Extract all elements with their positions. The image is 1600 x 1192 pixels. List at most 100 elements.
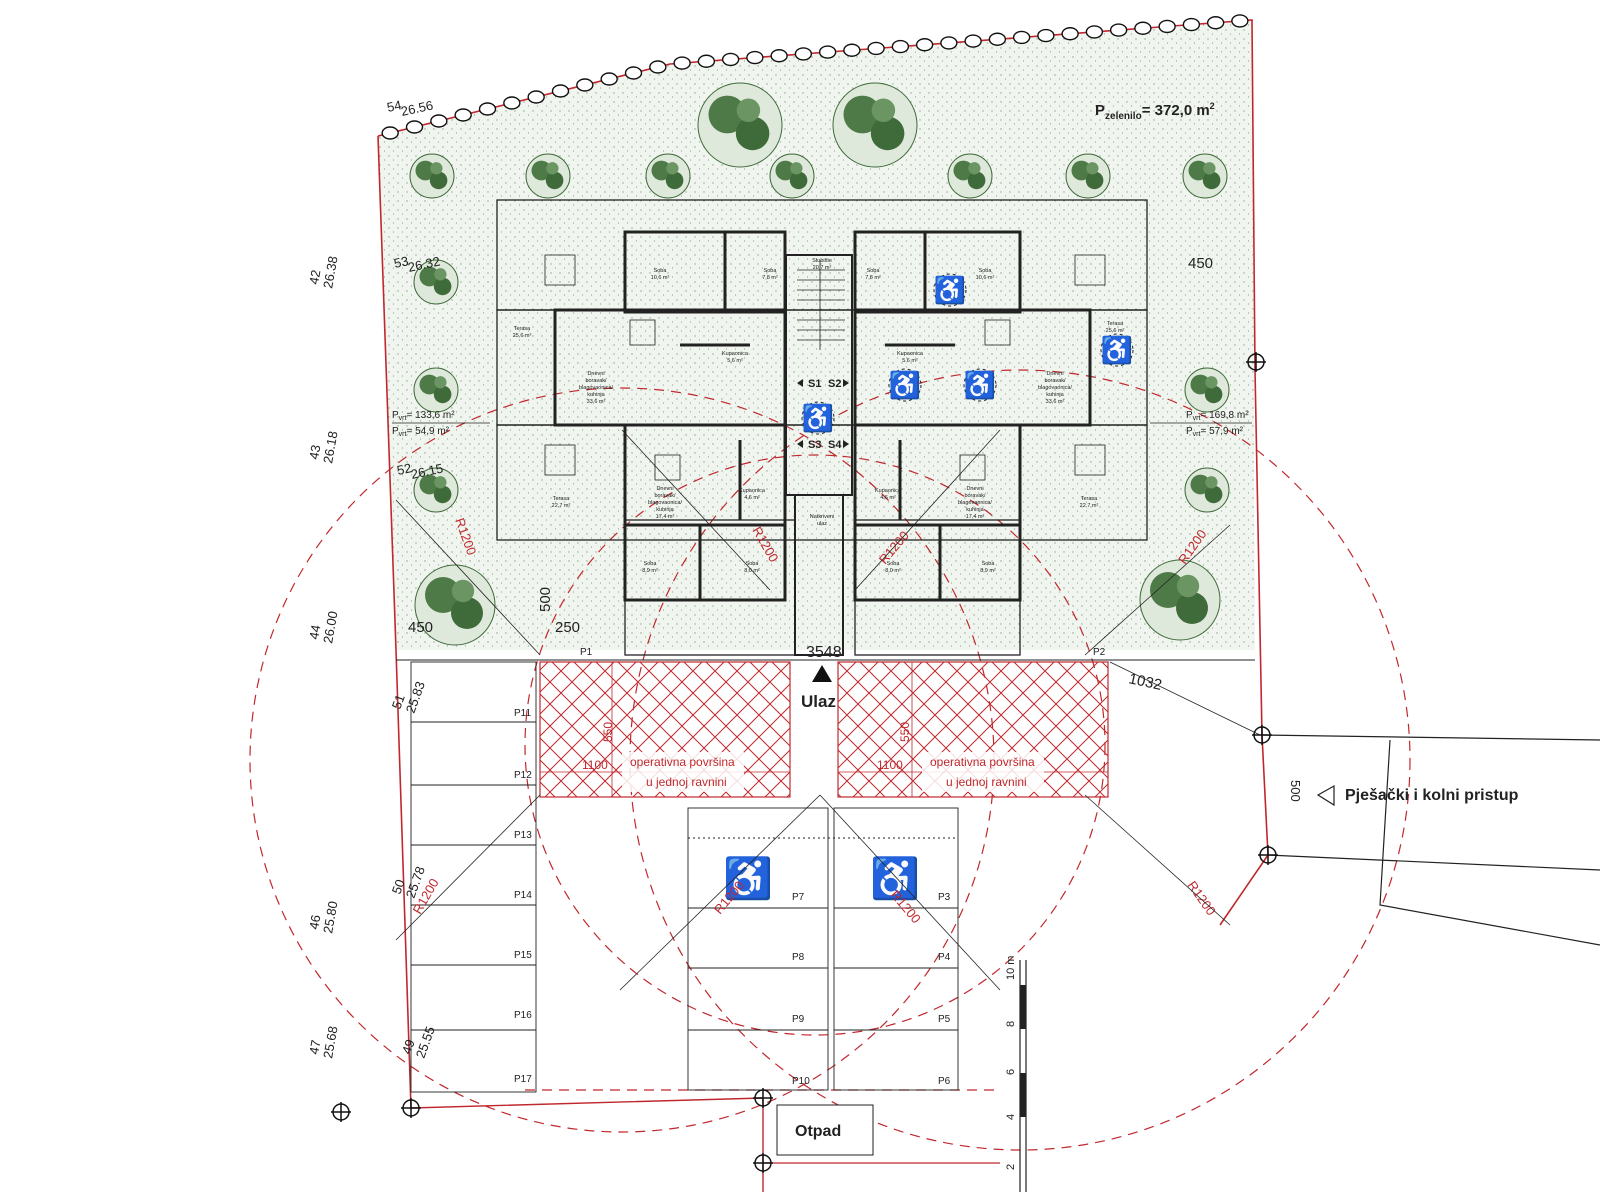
svg-text:♿: ♿ <box>889 370 921 400</box>
building-lower <box>496 424 1148 541</box>
room-name: kuhinja <box>587 392 605 398</box>
parking-space-label: P9 <box>792 1014 805 1025</box>
room-area: 10,6 m² <box>976 275 995 281</box>
survey-point-id: 52 <box>396 460 413 478</box>
room-name: Kupaonica <box>875 488 902 494</box>
dim-450-left: 450 <box>408 619 433 636</box>
parking-space-label: P13 <box>514 830 532 841</box>
parking-space-label: P5 <box>938 1014 951 1025</box>
room-name: Soba <box>887 561 901 567</box>
stone-icon <box>430 114 448 128</box>
stone-icon <box>1037 28 1055 43</box>
survey-point-id: 42 <box>306 269 323 286</box>
dim-1100-left: 1100 <box>582 758 608 772</box>
stone-icon <box>551 84 570 98</box>
survey-point-elevation: 25.68 <box>320 1025 340 1060</box>
room-area: 20,7 m² <box>813 265 832 271</box>
room-area: 7,8 m² <box>865 275 881 281</box>
survey-point-elevation: 26.38 <box>320 255 340 290</box>
room-name: Dnevni <box>1046 371 1063 377</box>
stone-icon <box>891 39 910 54</box>
tree-icon <box>525 153 571 199</box>
op-label-right-1: operativna površina <box>930 755 1035 769</box>
tree-icon <box>1184 367 1230 413</box>
svg-text:♿: ♿ <box>964 370 996 400</box>
radius-lines <box>395 429 1231 991</box>
stone-icon <box>1061 27 1079 41</box>
stone-icon <box>381 126 399 140</box>
op-label-left-2: u jednoj ravnini <box>646 775 727 789</box>
stone-icon <box>964 34 982 48</box>
stair-s2-label: S2 <box>828 378 841 390</box>
room-area: 22,7 m² <box>1080 503 1099 509</box>
access-road-line-3 <box>1379 739 1600 946</box>
room-name: kuhinja <box>656 507 674 513</box>
tree-icon <box>413 467 459 513</box>
stone-icon <box>940 36 958 50</box>
room-area: 33,6 m² <box>1046 399 1065 405</box>
parking-space-label: P4 <box>938 952 951 963</box>
room-area: 10,6 m² <box>651 275 670 281</box>
room-area: 8,9 m² <box>980 568 996 574</box>
dim-3548: 3548 <box>806 644 842 661</box>
survey-layer: 5426.565326.324226.384326.185226.154426.… <box>306 97 444 1060</box>
stair-arrow-left <box>797 379 803 387</box>
room-name: Dnevni <box>587 371 604 377</box>
furniture <box>544 254 1106 481</box>
stone-icon <box>649 60 667 74</box>
room-name: blagovaonica/ <box>958 500 992 506</box>
tree-icon <box>1182 153 1228 199</box>
svg-text:♿: ♿ <box>1101 335 1133 365</box>
room-name: kuhinja <box>1046 392 1064 398</box>
stone-icon <box>721 52 740 67</box>
room-name: boravak/ <box>654 493 676 499</box>
survey-point-elevation: 26.00 <box>320 610 340 645</box>
room-name: Dnevni <box>656 486 673 492</box>
stone-icon <box>478 102 497 116</box>
stone-icon <box>794 47 813 61</box>
room-name: Soba <box>979 268 993 274</box>
stone-icon <box>818 45 837 59</box>
trees <box>409 82 1230 646</box>
scale-4: 4 <box>1005 1114 1017 1120</box>
entrance-corridor <box>794 494 844 656</box>
r1200-label-8: R1200 <box>1185 878 1219 918</box>
tree-icon <box>769 153 815 199</box>
parking-lines <box>410 661 959 1093</box>
stone-icon <box>454 108 472 122</box>
room-name: Natkriveni <box>810 514 834 520</box>
tree-icon <box>947 153 993 199</box>
stone-icon <box>673 56 691 70</box>
survey-markers <box>331 352 1278 1173</box>
survey-point-elevation: 25.83 <box>403 679 428 715</box>
stair-arrow-left-2 <box>797 440 803 448</box>
room-name: Dnevni <box>966 486 983 492</box>
dim-450-top: 450 <box>1188 255 1213 272</box>
parking-space-label: P14 <box>514 890 532 901</box>
room-name: Kupaonica <box>897 351 924 357</box>
stone-icon <box>1134 21 1152 35</box>
waste-label: Otpad <box>795 1123 841 1140</box>
parking-space-label: P15 <box>514 950 532 961</box>
stone-icon <box>1231 14 1249 28</box>
dim-1100-right: 1100 <box>877 758 903 772</box>
stair-arrow-right-2 <box>843 440 849 448</box>
dim-1032-line <box>1109 661 1261 736</box>
access-label: Pješački i kolni pristup <box>1345 787 1519 804</box>
stone-icon <box>527 90 545 104</box>
stone-icon <box>988 32 1007 46</box>
room-name: kuhinja <box>966 507 984 513</box>
stone-icon <box>600 72 618 86</box>
parking-space-label: P17 <box>514 1074 532 1085</box>
room-area: 22,7 m² <box>552 503 571 509</box>
room-name: boravak/ <box>585 378 607 384</box>
tree-icon <box>697 82 783 168</box>
plot-boundary-left <box>377 135 412 1109</box>
room-area: 17,4 m² <box>966 514 985 520</box>
stone-icon <box>843 43 861 57</box>
svg-text:♿: ♿ <box>934 275 966 305</box>
svg-text:♿: ♿ <box>802 403 834 433</box>
room-area: 17,4 m² <box>656 514 675 520</box>
room-name: Stubište <box>812 258 832 264</box>
parking-space-label: P3 <box>938 892 951 903</box>
